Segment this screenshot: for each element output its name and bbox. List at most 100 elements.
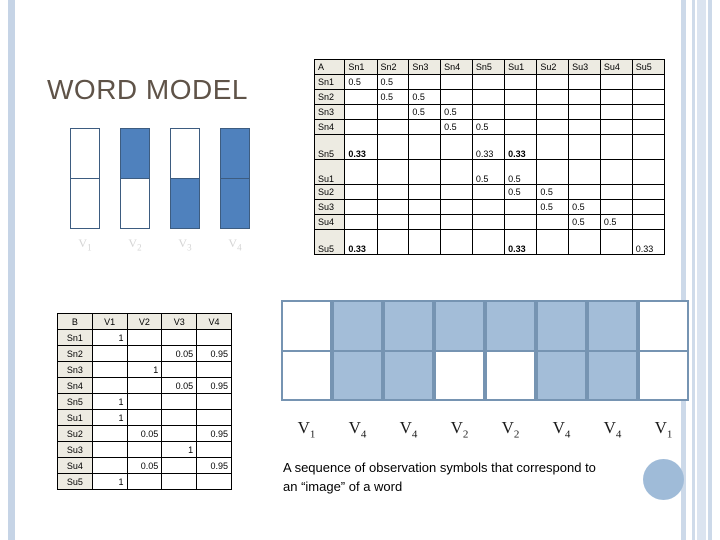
- matrix-cell: [408, 74, 442, 90]
- matrix-cell: [568, 89, 601, 105]
- sequence-cell: [587, 300, 638, 403]
- row-header-sn5: Sn5: [313, 134, 346, 160]
- matrix-cell: 0.5: [440, 104, 473, 120]
- row-header-su3: Su3: [57, 441, 93, 458]
- row-header-su1: Su1: [313, 159, 346, 185]
- matrix-cell: [126, 377, 163, 394]
- matrix-cell: [471, 214, 506, 230]
- symbol-label-v1: V1: [78, 236, 92, 253]
- symbol-half-bottom: [170, 178, 200, 229]
- symbol-swatch-v3: [170, 128, 200, 230]
- matrix-cell: [631, 159, 666, 185]
- page-title: WORD MODEL: [47, 74, 248, 105]
- matrix-cell: 1: [91, 409, 128, 426]
- column-header-v3: V3: [161, 313, 198, 330]
- matrix-corner-label: A: [313, 59, 346, 75]
- sequence-label: V1: [297, 418, 316, 441]
- matrix-cell: [599, 229, 633, 255]
- matrix-cell: 0.95: [196, 457, 232, 474]
- matrix-cell: [91, 377, 128, 394]
- sequence-cell: [638, 300, 689, 403]
- matrix-cell: [440, 199, 473, 215]
- matrix-cell: 0.5: [408, 89, 442, 105]
- sequence-cell: [536, 300, 587, 403]
- matrix-cell: 0.33: [504, 134, 538, 160]
- matrix-cell: [161, 473, 198, 490]
- matrix-cell: [376, 119, 410, 135]
- row-header-su4: Su4: [57, 457, 93, 474]
- matrix-cell: [599, 159, 633, 185]
- matrix-cell: 0.5: [599, 214, 633, 230]
- matrix-cell: 0.33: [631, 229, 666, 255]
- matrix-cell: [440, 74, 473, 90]
- matrix-cell: 0.33: [344, 134, 378, 160]
- matrix-cell: [504, 104, 538, 120]
- symbol-half-top: [170, 128, 200, 179]
- sequence-cell-half-bottom: [587, 349, 638, 401]
- column-header-su5: Su5: [631, 59, 666, 75]
- row-header-su5: Su5: [313, 229, 346, 255]
- column-header-sn4: Sn4: [440, 59, 473, 75]
- matrix-cell: 0.5: [568, 199, 601, 215]
- matrix-cell: [196, 393, 232, 410]
- decorative-circle: [643, 459, 684, 500]
- matrix-cell: [568, 104, 601, 120]
- left-edge-stripe: [8, 0, 15, 540]
- right-edge-stripe-2: [692, 0, 695, 540]
- matrix-cell: [536, 74, 570, 90]
- matrix-cell: [196, 409, 232, 426]
- row-header-su2: Su2: [313, 184, 346, 200]
- matrix-cell: [126, 409, 163, 426]
- row-header-su1: Su1: [57, 409, 93, 426]
- matrix-cell: [91, 457, 128, 474]
- sequence-cell-half-top: [332, 300, 383, 352]
- matrix-cell: 0.5: [344, 74, 378, 90]
- matrix-cell: 0.95: [196, 377, 232, 394]
- symbol-label-v3: V3: [178, 236, 192, 253]
- matrix-cell: [599, 104, 633, 120]
- matrix-cell: 0.05: [161, 345, 198, 362]
- matrix-cell: 0.33: [504, 229, 538, 255]
- matrix-cell: [91, 425, 128, 442]
- matrix-cell: [196, 329, 232, 346]
- matrix-cell: [344, 104, 378, 120]
- row-header-sn1: Sn1: [313, 74, 346, 90]
- symbol-half-top: [120, 128, 150, 179]
- matrix-cell: [631, 184, 666, 200]
- matrix-cell: [196, 441, 232, 458]
- sequence-caption: A sequence of observation symbols that c…: [283, 460, 596, 494]
- symbol-half-top: [70, 128, 100, 179]
- matrix-cell: 1: [161, 441, 198, 458]
- table-row: Su3 1: [57, 441, 232, 458]
- matrix-cell: 0.5: [471, 159, 506, 185]
- matrix-cell: [440, 134, 473, 160]
- matrix-cell: [376, 214, 410, 230]
- matrix-cell: [344, 89, 378, 105]
- matrix-cell: [408, 134, 442, 160]
- matrix-cell: [471, 89, 506, 105]
- matrix-cell: [126, 473, 163, 490]
- matrix-cell: 0.05: [161, 377, 198, 394]
- matrix-cell: [440, 229, 473, 255]
- sequence-cell-half-bottom: [332, 349, 383, 401]
- sequence-label: V4: [603, 418, 622, 441]
- matrix-cell: [504, 89, 538, 105]
- matrix-cell: 0.95: [196, 425, 232, 442]
- matrix-cell: [568, 184, 601, 200]
- sequence-cell-half-top: [536, 300, 587, 352]
- symbol-half-top: [220, 128, 250, 179]
- matrix-cell: 0.5: [376, 74, 410, 90]
- sequence-cell-half-bottom: [434, 349, 485, 401]
- matrix-cell: [536, 89, 570, 105]
